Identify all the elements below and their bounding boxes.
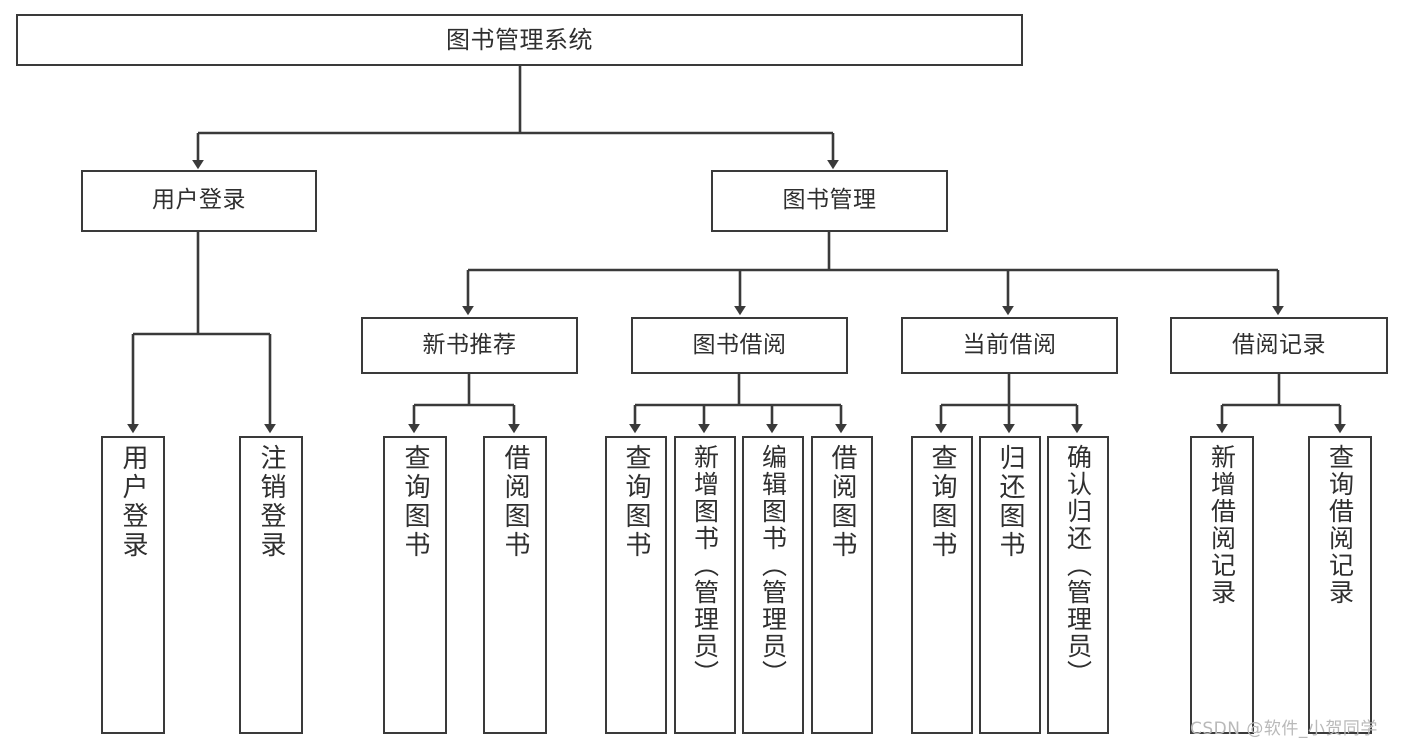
node-label: 借阅记录 [1232,331,1326,358]
node-leaf-user-login[interactable]: 用户登录 [101,436,165,734]
node-label: 借阅图书 [827,444,857,560]
node-label: 编辑图书（管理员） [758,444,788,687]
node-leaf-query-borrow-record[interactable]: 查询借阅记录 [1308,436,1372,734]
node-leaf-return-book[interactable]: 归还图书 [979,436,1041,734]
node-label: 查询借阅记录 [1325,444,1355,606]
node-label: 新增图书（管理员） [690,444,720,687]
node-book-management[interactable]: 图书管理 [711,170,948,232]
node-label: 图书管理系统 [446,25,593,54]
node-label: 用户登录 [152,187,246,214]
node-label: 归还图书 [995,444,1025,560]
node-label: 查询图书 [927,444,957,560]
node-label: 查询图书 [621,444,651,560]
node-label: 确认归还（管理员） [1063,444,1093,687]
node-label: 新书推荐 [422,331,517,358]
node-current-borrow[interactable]: 当前借阅 [901,317,1118,374]
node-leaf-add-book[interactable]: 新增图书（管理员） [674,436,736,734]
node-label: 新增借阅记录 [1207,444,1237,606]
node-leaf-edit-book[interactable]: 编辑图书（管理员） [742,436,804,734]
node-leaf-query-book-recommend[interactable]: 查询图书 [383,436,447,734]
node-leaf-add-borrow-record[interactable]: 新增借阅记录 [1190,436,1254,734]
node-label: 注销登录 [256,444,286,560]
node-label: 图书管理 [782,187,877,214]
node-borrow-record[interactable]: 借阅记录 [1170,317,1388,374]
node-book-borrow[interactable]: 图书借阅 [631,317,848,374]
node-new-book-recommend[interactable]: 新书推荐 [361,317,578,374]
node-leaf-user-logout[interactable]: 注销登录 [239,436,303,734]
node-label: 当前借阅 [962,331,1057,358]
node-label: 图书借阅 [692,331,787,358]
node-leaf-borrow-book[interactable]: 借阅图书 [811,436,873,734]
node-label: 用户登录 [118,444,148,560]
node-root-system[interactable]: 图书管理系统 [16,14,1023,66]
node-label: 查询图书 [400,444,430,560]
node-label: 借阅图书 [500,444,530,560]
csdn-watermark: CSDN @软件_小贺同学 [1190,719,1378,739]
node-leaf-borrow-book-recommend[interactable]: 借阅图书 [483,436,547,734]
node-leaf-confirm-return[interactable]: 确认归还（管理员） [1047,436,1109,734]
node-leaf-query-book-borrow[interactable]: 查询图书 [605,436,667,734]
node-user-login[interactable]: 用户登录 [81,170,317,232]
node-leaf-query-book-current[interactable]: 查询图书 [911,436,973,734]
